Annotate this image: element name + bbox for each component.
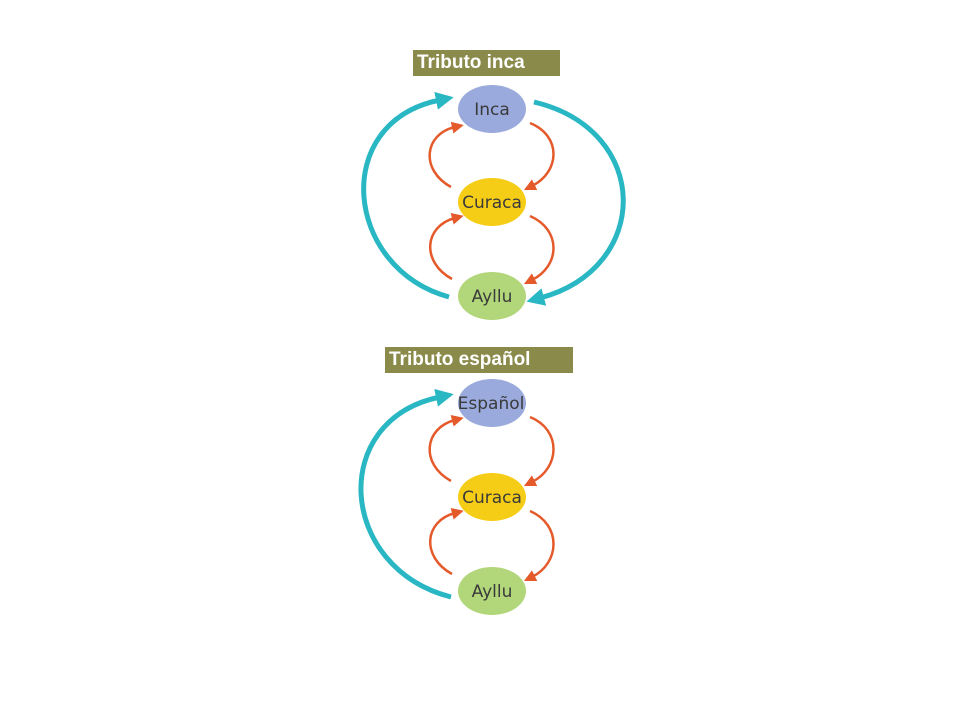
inner-arrow-bottom-right-espanol <box>523 509 555 582</box>
diagram-espanol: Español Curaca Ayllu <box>358 379 555 615</box>
inner-arrow-bottom-right <box>523 214 555 285</box>
node-curaca-1 <box>458 178 526 226</box>
node-ayllu-2-label: Ayllu <box>472 582 513 602</box>
outer-arrow-left-up-espanol <box>358 388 454 600</box>
node-curaca-1-label: Curaca <box>462 193 522 213</box>
inner-arrow-top-left-espanol <box>428 414 464 483</box>
node-inca-label: Inca <box>474 100 510 120</box>
inner-arrow-top-left <box>428 121 464 189</box>
node-curaca-2 <box>458 473 526 521</box>
node-curaca-2-label: Curaca <box>462 488 522 508</box>
diagram-inca: Inca Curaca Ayllu <box>361 85 626 320</box>
node-espanol <box>458 379 526 427</box>
inner-arrow-bottom-left <box>428 212 464 281</box>
node-ayllu-2 <box>458 567 526 615</box>
diagram-title-inca: Tributo inca <box>413 50 560 76</box>
outer-arrow-right-down <box>526 99 626 306</box>
node-espanol-label: Español <box>458 394 525 414</box>
inner-arrow-top-right-espanol <box>523 415 555 487</box>
node-inca <box>458 85 526 133</box>
node-ayllu-1-label: Ayllu <box>472 287 513 307</box>
inner-arrow-top-right <box>523 121 555 191</box>
inner-arrow-bottom-left-espanol <box>428 507 464 576</box>
node-ayllu-1 <box>458 272 526 320</box>
diagram-title-espanol: Tributo español <box>385 347 573 373</box>
outer-arrow-left-up <box>361 91 454 300</box>
